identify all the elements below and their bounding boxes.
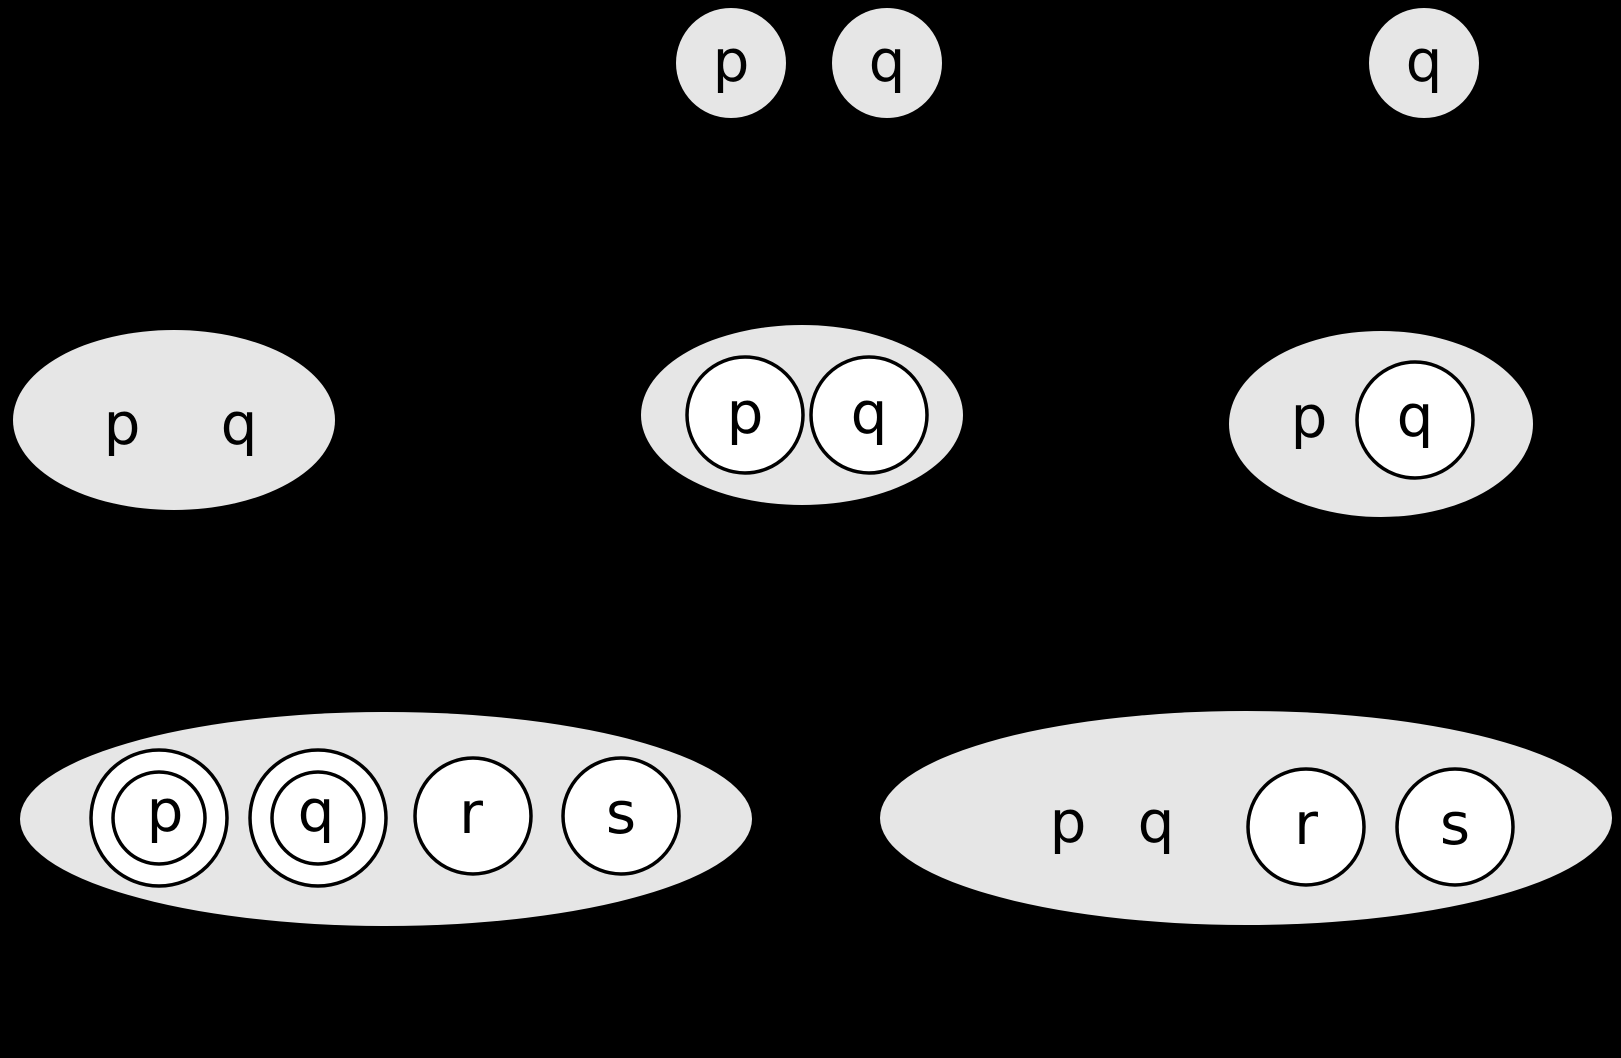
bottom-right-group: p q r s (880, 711, 1612, 925)
bottom-left-group: p q r s (20, 712, 752, 926)
top-p-node: p (676, 8, 786, 118)
middle-center-q-circle (809, 355, 929, 475)
bottom-left-s-label: s (606, 779, 636, 847)
bottom-left-r-label: r (459, 779, 483, 847)
bottom-left-s-circle (561, 756, 681, 876)
top-right-q-label: q (1406, 27, 1443, 95)
bottom-left-q-inner-circle (270, 770, 366, 866)
bottom-left-r-circle (413, 756, 533, 876)
middle-right-q-label: q (1397, 382, 1434, 450)
bottom-left-p-label: p (147, 777, 184, 845)
bottom-right-p-label: p (1050, 788, 1087, 856)
top-q-node: q (832, 8, 942, 118)
middle-center-group: p q (641, 325, 963, 505)
middle-left-group: p q (13, 330, 335, 510)
bottom-right-r-label: r (1294, 790, 1318, 858)
middle-left-p-label: p (104, 390, 141, 458)
bottom-right-q-label: q (1138, 788, 1175, 856)
top-q-label: q (869, 27, 906, 95)
middle-left-q-label: q (221, 390, 258, 458)
middle-center-p-circle (685, 355, 805, 475)
middle-right-p-label: p (1291, 383, 1328, 451)
top-p-label: p (713, 27, 750, 95)
middle-right-group: p q (1229, 331, 1533, 517)
bottom-left-q-label: q (298, 777, 335, 845)
bottom-right-s-circle (1395, 767, 1515, 887)
middle-left-ellipse (13, 330, 335, 510)
middle-center-q-label: q (851, 379, 888, 447)
top-right-q-node: q (1369, 8, 1479, 118)
middle-right-q-circle (1355, 360, 1475, 480)
bottom-right-s-label: s (1440, 790, 1470, 858)
bottom-right-r-circle (1246, 767, 1366, 887)
bottom-left-p-inner-circle (111, 770, 207, 866)
middle-center-p-label: p (727, 379, 764, 447)
